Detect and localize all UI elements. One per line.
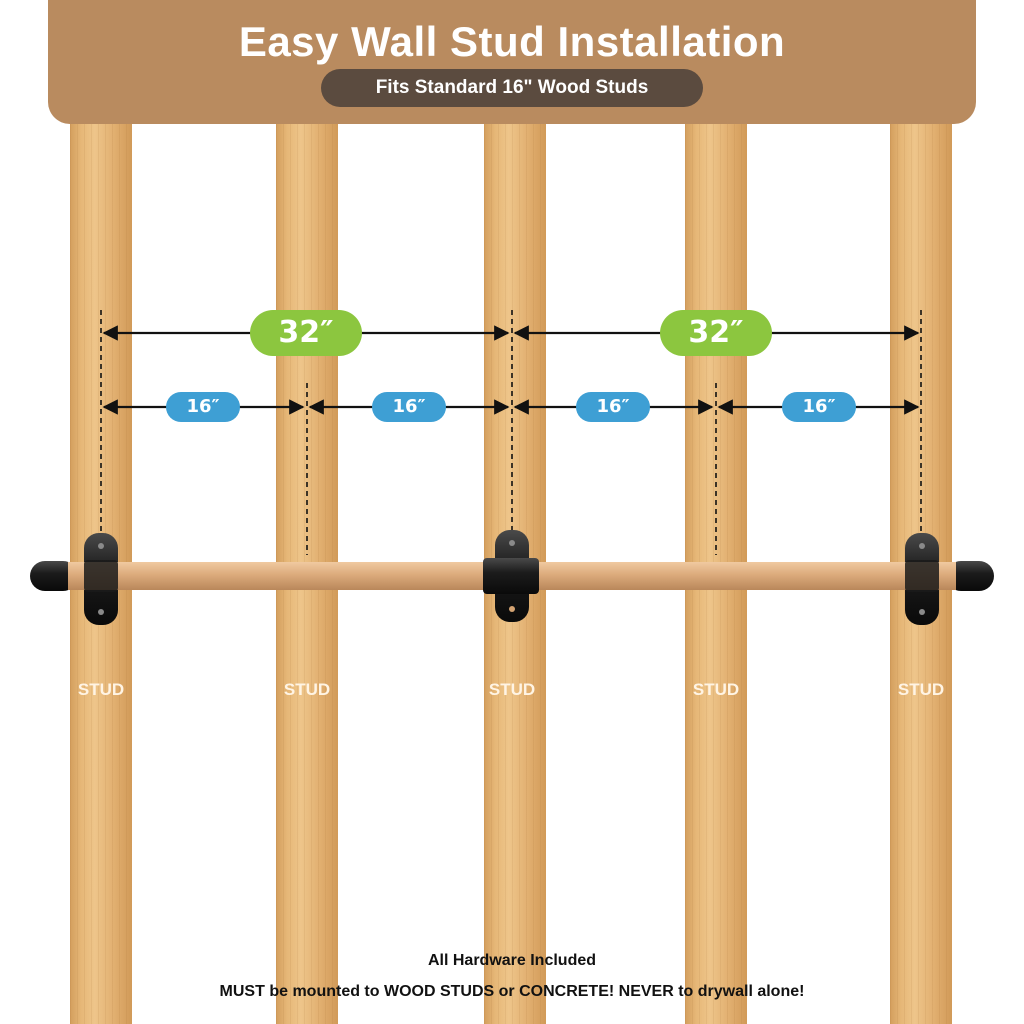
dimension-16-b: 16″ [372, 392, 446, 422]
stud-label-5: STUD [897, 680, 945, 699]
stud-label-3: STUD [488, 680, 536, 699]
end-cap-left [30, 561, 78, 591]
bracket-clamp-left [84, 560, 118, 592]
center-connector [483, 558, 539, 594]
dimension-16-d: 16″ [782, 392, 856, 422]
dimension-16-c: 16″ [576, 392, 650, 422]
end-cap-right [946, 561, 994, 591]
mounting-warning: MUST be mounted to WOOD STUDS or CONCRET… [219, 983, 805, 1000]
page-title: Easy Wall Stud Installation [238, 18, 786, 65]
dashed-guides [100, 310, 922, 555]
bracket-clamp-right [905, 560, 939, 592]
stud-label-4: STUD [692, 680, 740, 699]
hardware-note: All Hardware Included [427, 952, 597, 969]
dimension-32-right: 32″ [660, 310, 772, 356]
stud-label-1: STUD [77, 680, 125, 699]
subtitle-badge: Fits Standard 16" Wood Studs [321, 69, 703, 107]
stud-label-2: STUD [283, 680, 331, 699]
dimension-32-left: 32″ [250, 310, 362, 356]
dimension-16-a: 16″ [166, 392, 240, 422]
